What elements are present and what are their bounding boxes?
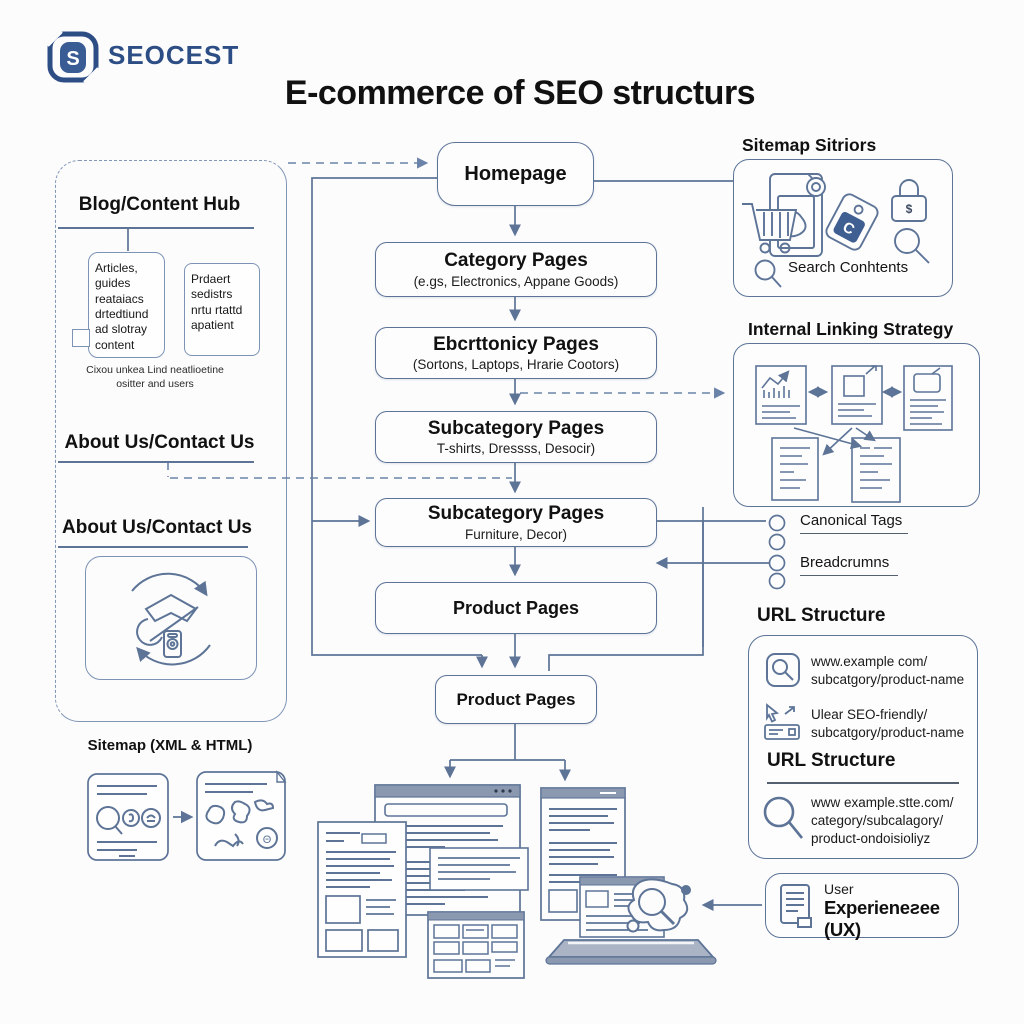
ux-box: User Experieneƨee (UX) [765,873,959,941]
subcategory-2-sub: Furniture, Decor) [464,526,568,542]
flow-product-pages-2: Product Pages [435,675,597,724]
blog-caption: Cixou unkea Lind neatlioetine ositter an… [86,364,224,390]
category-title: Category Pages [444,250,588,272]
electronics-title: Ebcrttonicy Pages [433,333,599,355]
blog-card-articles: Articles, guides reataiacs drtedtiund ad… [88,252,165,358]
ecommerce-icons: C $ [742,173,930,288]
flow-category-pages: Category Pages (e.gs, Electronics, Appan… [375,242,657,297]
url-row-1-text: www.example com/ subcatgory/product-name [811,653,964,689]
laptop-icon [545,939,717,965]
about-us-heading-1: About Us/Contact Us [64,432,255,453]
sitemap-sitriors-heading: Sitemap Sitriors [742,135,877,155]
search-contents-label: Search Conhtents [788,259,909,276]
url-row-1-line-1: www.example com/ [811,654,928,669]
grid-window-c [427,911,525,979]
about-1-underline [58,461,254,463]
magnifier-icon [763,796,804,839]
tag-circles [768,514,786,590]
url-structure-heading: URL Structure [757,605,886,626]
sitemap-xml-heading: Sitemap (XML & HTML) [87,737,253,754]
url-inner-underline [767,782,959,784]
page-mockups-illustration [317,784,717,979]
about-icon-box [85,556,257,680]
document-icon [780,884,812,928]
breadcrumbs-label: Breadcrumns [800,554,898,576]
url-row-3-line-1: www example.stte.com/ [811,795,954,810]
flow-product-pages-1: Product Pages [375,582,657,634]
url-row-3-line-2: category/subcalagory/ [811,812,944,828]
url-row-2-line-1: Ulear SEO-friendly/ [811,707,928,722]
blog-content-hub-heading: Blog/Content Hub [78,194,241,215]
internal-linking-heading: Internal Linking Strategy [748,319,954,339]
subcategory-1-title: Subcategory Pages [427,417,605,439]
page-title: E-commerce of SEO structurs [284,74,756,112]
svg-text:Θ: Θ [263,834,272,846]
url-structure-box: www.example com/ subcatgory/product-name… [748,635,978,859]
flow-subcategory-pages-2: Subcategory Pages Furniture, Decor) [375,498,657,547]
category-sub: (e.gs, Electronics, Appane Goods) [413,273,619,289]
blog-heading-underline [58,227,254,229]
cursor-card-icon [764,703,800,740]
url-row-2-line-2: subcatgory/product-name [811,724,965,740]
subcategory-1-sub: T-shirts, Dressss, Desocir) [436,441,596,457]
about-us-heading-2: About Us/Contact Us [62,517,252,538]
blog-card-notch [72,329,90,347]
svg-text:$: $ [906,202,913,216]
url-row-3-text: www example.stte.com/ category/subcalago… [811,794,954,847]
url-row-2-text: Ulear SEO-friendly/ subcatgory/product-n… [811,706,964,742]
ux-label-line-2: Experieneƨee (UX) [824,897,940,940]
canonical-tags-label: Canonical Tags [800,512,908,534]
refresh-shirt-icon [131,572,211,666]
subcategory-2-title: Subcategory Pages [427,503,605,525]
linked-documents-diagram [755,365,953,503]
sitemap-xml-illustration: Θ [87,770,287,861]
magnifier-blob-icon [626,878,691,933]
about-2-underline [58,546,248,548]
internal-linking-box [733,343,980,507]
svg-text:S: S [66,48,79,70]
flow-subcategory-pages-1: Subcategory Pages T-shirts, Dressss, Des… [375,411,657,463]
product-1-label: Product Pages [452,597,580,618]
url-structure-inner-heading: URL Structure [767,750,896,771]
left-section-frame [55,160,287,722]
ux-label: User Experieneƨee (UX) [824,881,958,941]
flow-electronics-pages: Ebcrttonicy Pages (Sortons, Laptops, Hra… [375,327,657,379]
logo-text: SEOCEST [108,40,240,70]
flow-homepage: Homepage [437,142,594,206]
sitemap-sitriors-box: C $ Search Conhtents [733,159,953,297]
document-page-b [317,821,407,958]
url-row-3-line-3: product-ondoisioliyz [811,830,931,846]
ux-label-line-1: User [824,881,854,897]
seocest-logo-icon: S [46,30,100,84]
blog-card-product: Prdaert sedistrs nrtu rtattd apatient [184,263,260,356]
product-2-label: Product Pages [456,689,576,709]
search-square-icon [766,653,800,687]
browser-window-a [374,784,529,916]
url-row-1-line-2: subcatgory/product-name [811,671,965,687]
electronics-sub: (Sortons, Laptops, Hrarie Cootors) [412,357,620,373]
homepage-label: Homepage [464,162,567,185]
